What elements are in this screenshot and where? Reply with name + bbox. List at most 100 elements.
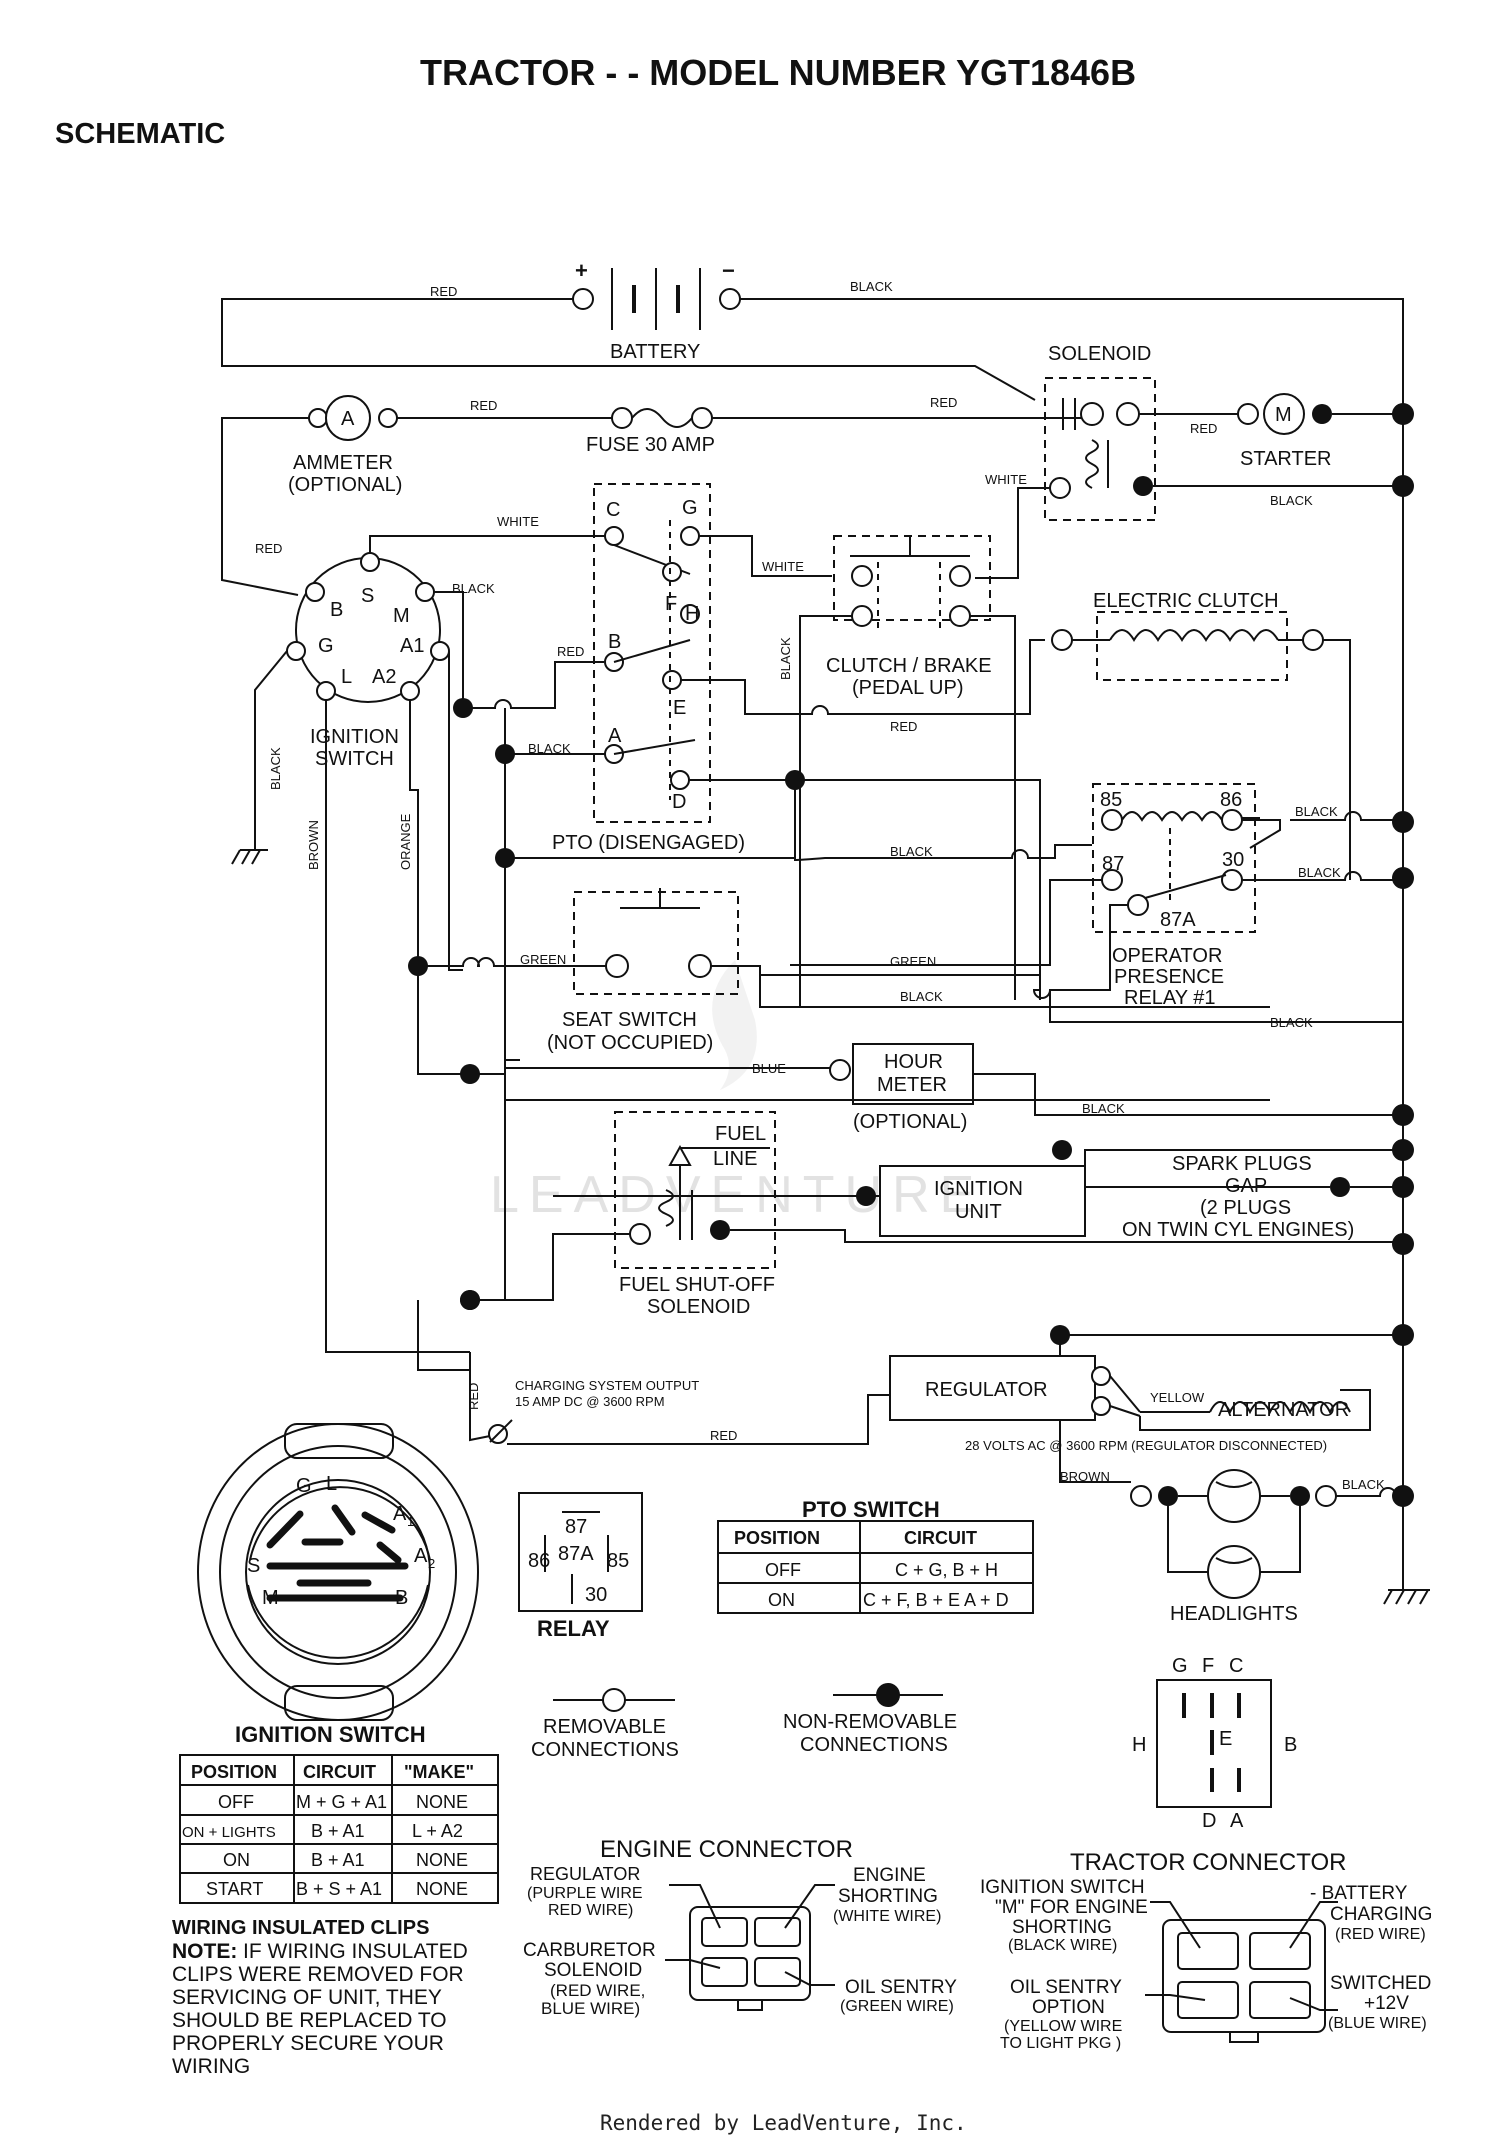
tc-sw-2: +12V xyxy=(1364,1993,1409,2014)
wire-label-orange: ORANGE xyxy=(398,813,413,870)
pto-table-title: PTO SWITCH xyxy=(802,1497,940,1522)
wire-label-black-4: BLACK xyxy=(268,747,283,790)
ign-term-a2: A2 xyxy=(372,666,396,688)
ign-table-cell: B + A1 xyxy=(311,1850,365,1870)
regulator: REGULATOR xyxy=(889,1355,1141,1421)
seat-switch-label: SEAT SWITCH xyxy=(562,1009,697,1031)
wire-label-red-4: RED xyxy=(930,395,957,410)
wire-label-black-10: BLACK xyxy=(900,989,943,1004)
wire-label-red-2: RED xyxy=(255,541,282,556)
alternator-label: ALTERNATOR xyxy=(1218,1399,1349,1421)
pto-pin-d: D xyxy=(1202,1810,1216,1832)
fuel-shutoff-solenoid: FUEL LINE FUEL SHUT-OFF SOLENOID xyxy=(614,1111,776,1318)
wire-label-green: GREEN xyxy=(520,952,566,967)
operator-presence-relay: 85 86 87 30 87A OPERATOR PRESENCE RELAY … xyxy=(1092,783,1256,1009)
wire-label-blue: BLUE xyxy=(752,1061,786,1076)
battery-minus: − xyxy=(722,258,735,283)
pto-table-cell: C + F, B + E A + D xyxy=(863,1590,1009,1610)
relay-pin-87a: 87A xyxy=(1160,909,1196,931)
starter-label: STARTER xyxy=(1240,448,1332,470)
engine-connector-title: ENGINE CONNECTOR xyxy=(600,1836,853,1863)
relay-label-3: RELAY #1 xyxy=(1124,987,1216,1009)
legend-nonremovable-2: CONNECTIONS xyxy=(800,1734,948,1756)
relay-pin-30: 30 xyxy=(1222,849,1244,871)
ignition-unit-label-2: UNIT xyxy=(955,1201,1002,1223)
ignition-switch-table: IGNITION SWITCH POSITION CIRCUIT "MAKE" … xyxy=(179,1722,499,1904)
ign-face-a1: A xyxy=(393,1503,407,1525)
ign-table-cell: OFF xyxy=(218,1792,254,1812)
charging-output-spec: 15 AMP DC @ 3600 RPM xyxy=(515,1394,665,1409)
fuel-line-label: FUEL xyxy=(715,1123,766,1145)
wire-label-red-7: RED xyxy=(890,719,917,734)
note-line: PROPERLY SECURE YOUR xyxy=(172,2032,444,2055)
wire-label-red-8: RED xyxy=(710,1428,737,1443)
tc-ign-3: SHORTING xyxy=(1012,1917,1112,1938)
ign-face-l: L xyxy=(326,1473,337,1495)
wire-label-black-12: BLACK xyxy=(1082,1101,1125,1116)
ec-regulator: REGULATOR xyxy=(530,1864,640,1884)
ign-term-l: L xyxy=(341,666,352,688)
ec-oil: OIL SENTRY xyxy=(845,1977,957,1998)
tc-bat-3: (RED WIRE) xyxy=(1335,1926,1426,1943)
fuse-label: FUSE 30 AMP xyxy=(586,434,715,456)
tractor-connector-title: TRACTOR CONNECTOR xyxy=(1070,1849,1346,1876)
wire-label-black-9: BLACK xyxy=(1298,865,1341,880)
ign-table-cell: B + A1 xyxy=(311,1821,365,1841)
pto-term-d: D xyxy=(672,791,686,813)
wire-label-brown-2: BROWN xyxy=(1060,1469,1110,1484)
note-line: SERVICING OF UNIT, THEY xyxy=(172,1986,442,2009)
relay-legend: 87 86 87A 85 30 RELAY xyxy=(518,1492,643,1641)
pto-pin-e: E xyxy=(1219,1728,1232,1750)
ec-engine-3: (WHITE WIRE) xyxy=(833,1908,941,1925)
hour-meter-label-2: METER xyxy=(877,1074,947,1096)
solenoid-label: SOLENOID xyxy=(1048,343,1151,365)
ign-term-b: B xyxy=(330,599,343,621)
spark-plugs-label: SPARK PLUGS xyxy=(1172,1153,1312,1175)
ign-table-cell: M + G + A1 xyxy=(296,1792,387,1812)
pto-table-cell: C + G, B + H xyxy=(895,1560,998,1580)
ammeter-optional: (OPTIONAL) xyxy=(288,474,402,496)
note-line: WIRING xyxy=(172,2055,250,2078)
clutch-brake-switch: CLUTCH / BRAKE (PEDAL UP) xyxy=(826,535,992,699)
pto-pinout-diagram: G F C H E B D A xyxy=(1132,1655,1297,1832)
wire-label-yellow: YELLOW xyxy=(1150,1390,1205,1405)
ign-face-b: B xyxy=(395,1587,408,1609)
seat-switch-label-2: (NOT OCCUPIED) xyxy=(547,1032,713,1054)
wire-label-red-3: RED xyxy=(470,398,497,413)
headlights: HEADLIGHTS xyxy=(1130,1469,1337,1625)
wire-label-black-5: BLACK xyxy=(528,741,571,756)
ign-face-a2-sub: 2 xyxy=(428,1556,435,1571)
pto-label: PTO (DISENGAGED) xyxy=(552,832,745,854)
spark-plugs-count: (2 PLUGS xyxy=(1200,1197,1291,1219)
wire-label-black-13: BLACK xyxy=(1342,1477,1385,1492)
relay-label-2: PRESENCE xyxy=(1114,966,1224,988)
ec-engine: ENGINE xyxy=(853,1865,926,1886)
ign-term-a1: A1 xyxy=(400,635,424,657)
ground-symbol-left xyxy=(231,849,268,865)
relay-legend-title: RELAY xyxy=(537,1616,610,1641)
ec-engine-2: SHORTING xyxy=(838,1886,938,1907)
pto-table-cell: ON xyxy=(768,1590,795,1610)
note-lead: NOTE: xyxy=(172,1940,237,1963)
relay-pin-85: 85 xyxy=(1100,789,1122,811)
connection-legend: REMOVABLE CONNECTIONS NON-REMOVABLE CONN… xyxy=(531,1683,957,1761)
wire-label-red-6: RED xyxy=(557,644,584,659)
wire-label-green-2: GREEN xyxy=(890,954,936,969)
ignition-switch-label-2: SWITCH xyxy=(315,748,394,770)
wire-label-black: BLACK xyxy=(850,279,893,294)
pto-pin-h: H xyxy=(1132,1734,1146,1756)
ign-face-m: M xyxy=(262,1587,279,1609)
pto-term-b: B xyxy=(608,631,621,653)
tc-ign-4: (BLACK WIRE) xyxy=(1008,1937,1117,1954)
battery-plus: + xyxy=(575,258,588,283)
pto-pin-c: C xyxy=(1229,1655,1243,1677)
hour-meter: HOUR METER (OPTIONAL) xyxy=(829,1043,974,1133)
charging-output-label: CHARGING SYSTEM OUTPUT xyxy=(515,1378,699,1393)
relay-legend-85: 85 xyxy=(607,1550,629,1572)
watermark-flame-icon xyxy=(712,960,757,1090)
ign-face-a2: A xyxy=(414,1545,428,1567)
clutch-brake-label: CLUTCH / BRAKE xyxy=(826,655,992,677)
ammeter-symbol: A xyxy=(341,408,355,430)
alternator-volts: 28 VOLTS AC @ 3600 RPM (REGULATOR DISCON… xyxy=(965,1438,1327,1453)
